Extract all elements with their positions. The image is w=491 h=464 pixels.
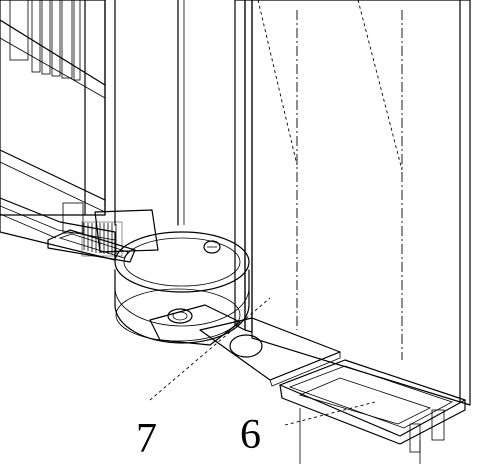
glass-door-frame bbox=[0, 0, 185, 226]
pivot-hinge bbox=[114, 231, 250, 346]
floor-plate bbox=[199, 317, 341, 387]
callout-6: 6 bbox=[240, 412, 261, 458]
callout-7: 7 bbox=[136, 416, 157, 462]
slider-block bbox=[81, 209, 159, 257]
leader-lines bbox=[149, 297, 376, 426]
floor-channel bbox=[279, 359, 466, 464]
door-leaf bbox=[234, 0, 471, 406]
